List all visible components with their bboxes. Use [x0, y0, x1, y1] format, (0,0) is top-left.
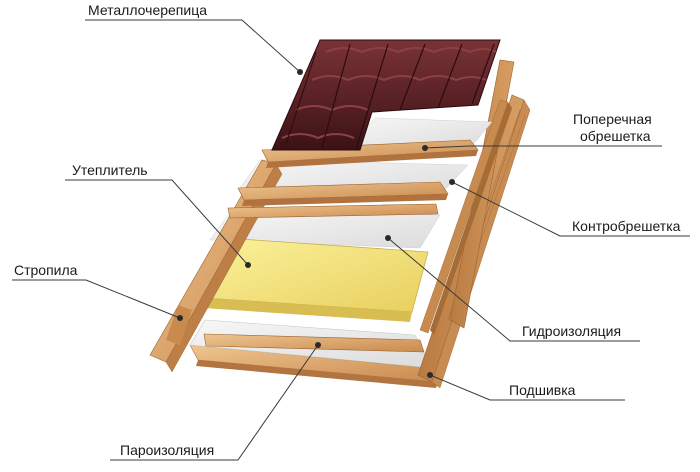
label-insulation: Утеплитель — [72, 162, 148, 178]
label-rafters: Стропила — [14, 262, 78, 278]
label-counter-battens: Контробрешетка — [572, 218, 681, 234]
label-waterproofing: Гидроизоляция — [522, 323, 621, 339]
leader-lines — [12, 19, 690, 461]
metal-roof-tiles — [271, 39, 501, 151]
label-metal-tile: Металлочерепица — [88, 2, 207, 18]
counter-battens — [419, 99, 512, 335]
label-cross-battens-line2: обрешетка — [580, 128, 651, 144]
insulation-block — [203, 237, 429, 322]
label-cross-battens-line1: Поперечная — [573, 111, 652, 127]
label-vapor-barrier: Пароизоляция — [120, 442, 214, 458]
label-sheathing: Подшивка — [509, 382, 576, 398]
